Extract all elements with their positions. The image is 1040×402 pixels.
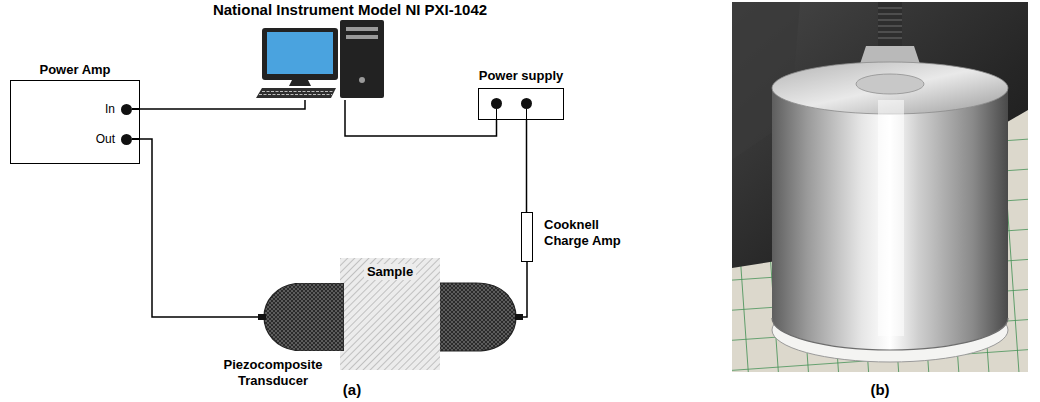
port-label: Out (96, 131, 115, 147)
panel-label: (b) (840, 381, 920, 398)
amp-label: Power Amp (10, 62, 140, 80)
sample-node: Sample (340, 258, 440, 370)
signal-wire (523, 262, 527, 317)
terminal-lead (496, 109, 498, 120)
piezo-transducer (258, 283, 344, 351)
supply-label: Power supply (458, 68, 584, 84)
terminal (121, 104, 132, 115)
terminal (121, 134, 132, 145)
terminal (521, 98, 532, 109)
terminal (491, 98, 502, 109)
supply-box (478, 88, 564, 120)
computer-icon (256, 20, 384, 98)
instrument-title: National Instrument Model NI PXI-1042 (198, 1, 502, 18)
wire (140, 100, 305, 109)
panel-label: (a) (312, 381, 392, 398)
terminal-lead (526, 109, 528, 120)
transducer-label: Piezocomposite Transducer (208, 357, 338, 389)
amp-node: Power AmpInOut (10, 62, 140, 164)
wire (140, 139, 258, 317)
transducer-node: Piezocomposite Transducer (258, 283, 344, 351)
terminal-lead (132, 108, 139, 110)
amp-box: InOut (10, 80, 140, 164)
supply-node: Power supply (478, 68, 564, 120)
charge-node: Cooknell Charge Amp (521, 212, 533, 262)
terminal-lead (132, 138, 139, 140)
wire (345, 100, 497, 136)
wire (526, 120, 528, 212)
charge-amp-label: Cooknell Charge Amp (544, 217, 644, 249)
port-label: In (105, 101, 115, 117)
transducer-photo (732, 2, 1028, 372)
sample-label: Sample (364, 264, 416, 280)
computer-node: National Instrument Model NI PXI-1042 (198, 1, 502, 100)
piezo-transducer-right (436, 283, 523, 351)
